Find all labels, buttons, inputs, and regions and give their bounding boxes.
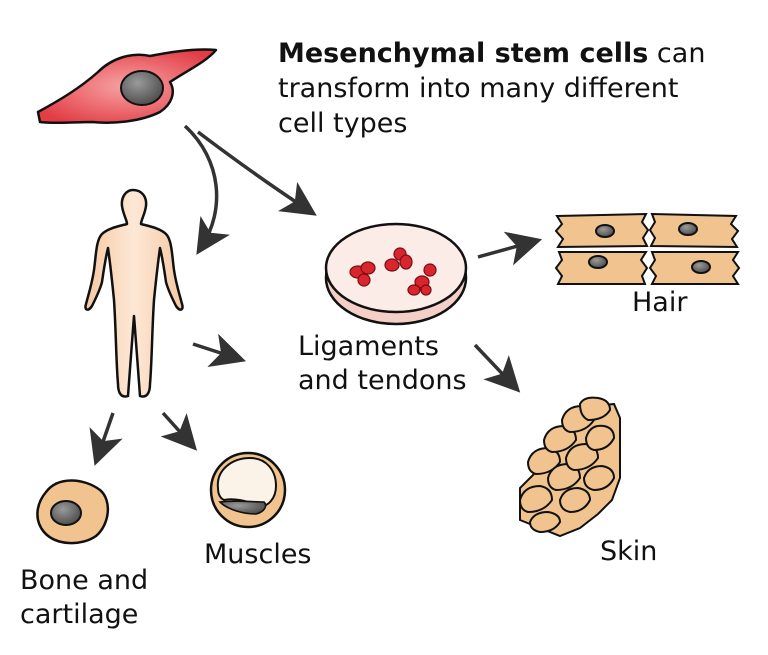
human-body-icon — [84, 188, 184, 398]
title-bold: Mesenchymal stem cells — [278, 38, 649, 69]
label-hair: Hair — [632, 287, 688, 318]
title-line-2: transform into many different — [278, 73, 679, 104]
label-bone-line2: cartilage — [20, 599, 139, 630]
diagram-title: Mesenchymal stem cells can transform int… — [278, 36, 705, 141]
arrow-stem-to-dish — [196, 130, 317, 216]
hair-cells-icon — [554, 212, 741, 285]
label-muscles: Muscles — [204, 539, 312, 570]
label-ligaments: Ligaments and tendons — [298, 330, 467, 398]
arrow-dish-to-hair — [477, 231, 543, 266]
arrow-stem-to-body — [183, 124, 230, 255]
label-ligaments-line2: and tendons — [298, 365, 467, 396]
arrow-body-to-ligaments — [192, 333, 246, 368]
skin-cells-icon — [518, 396, 621, 538]
arrow-dish-to-skin — [473, 343, 521, 393]
muscle-cell-icon — [209, 451, 287, 529]
label-ligaments-line1: Ligaments — [298, 331, 439, 362]
title-rest: can — [648, 38, 706, 69]
arrow-body-to-muscles — [160, 411, 198, 451]
title-line-3: cell types — [278, 108, 408, 139]
label-skin: Skin — [600, 536, 658, 567]
arrow-body-to-bone — [89, 412, 123, 466]
petri-dish-icon — [324, 222, 468, 326]
stem-cell-icon — [36, 48, 218, 125]
label-bone-line1: Bone and — [20, 565, 149, 596]
bone-cell-icon — [36, 479, 109, 545]
label-bone-cartilage: Bone and cartilage — [20, 564, 148, 632]
